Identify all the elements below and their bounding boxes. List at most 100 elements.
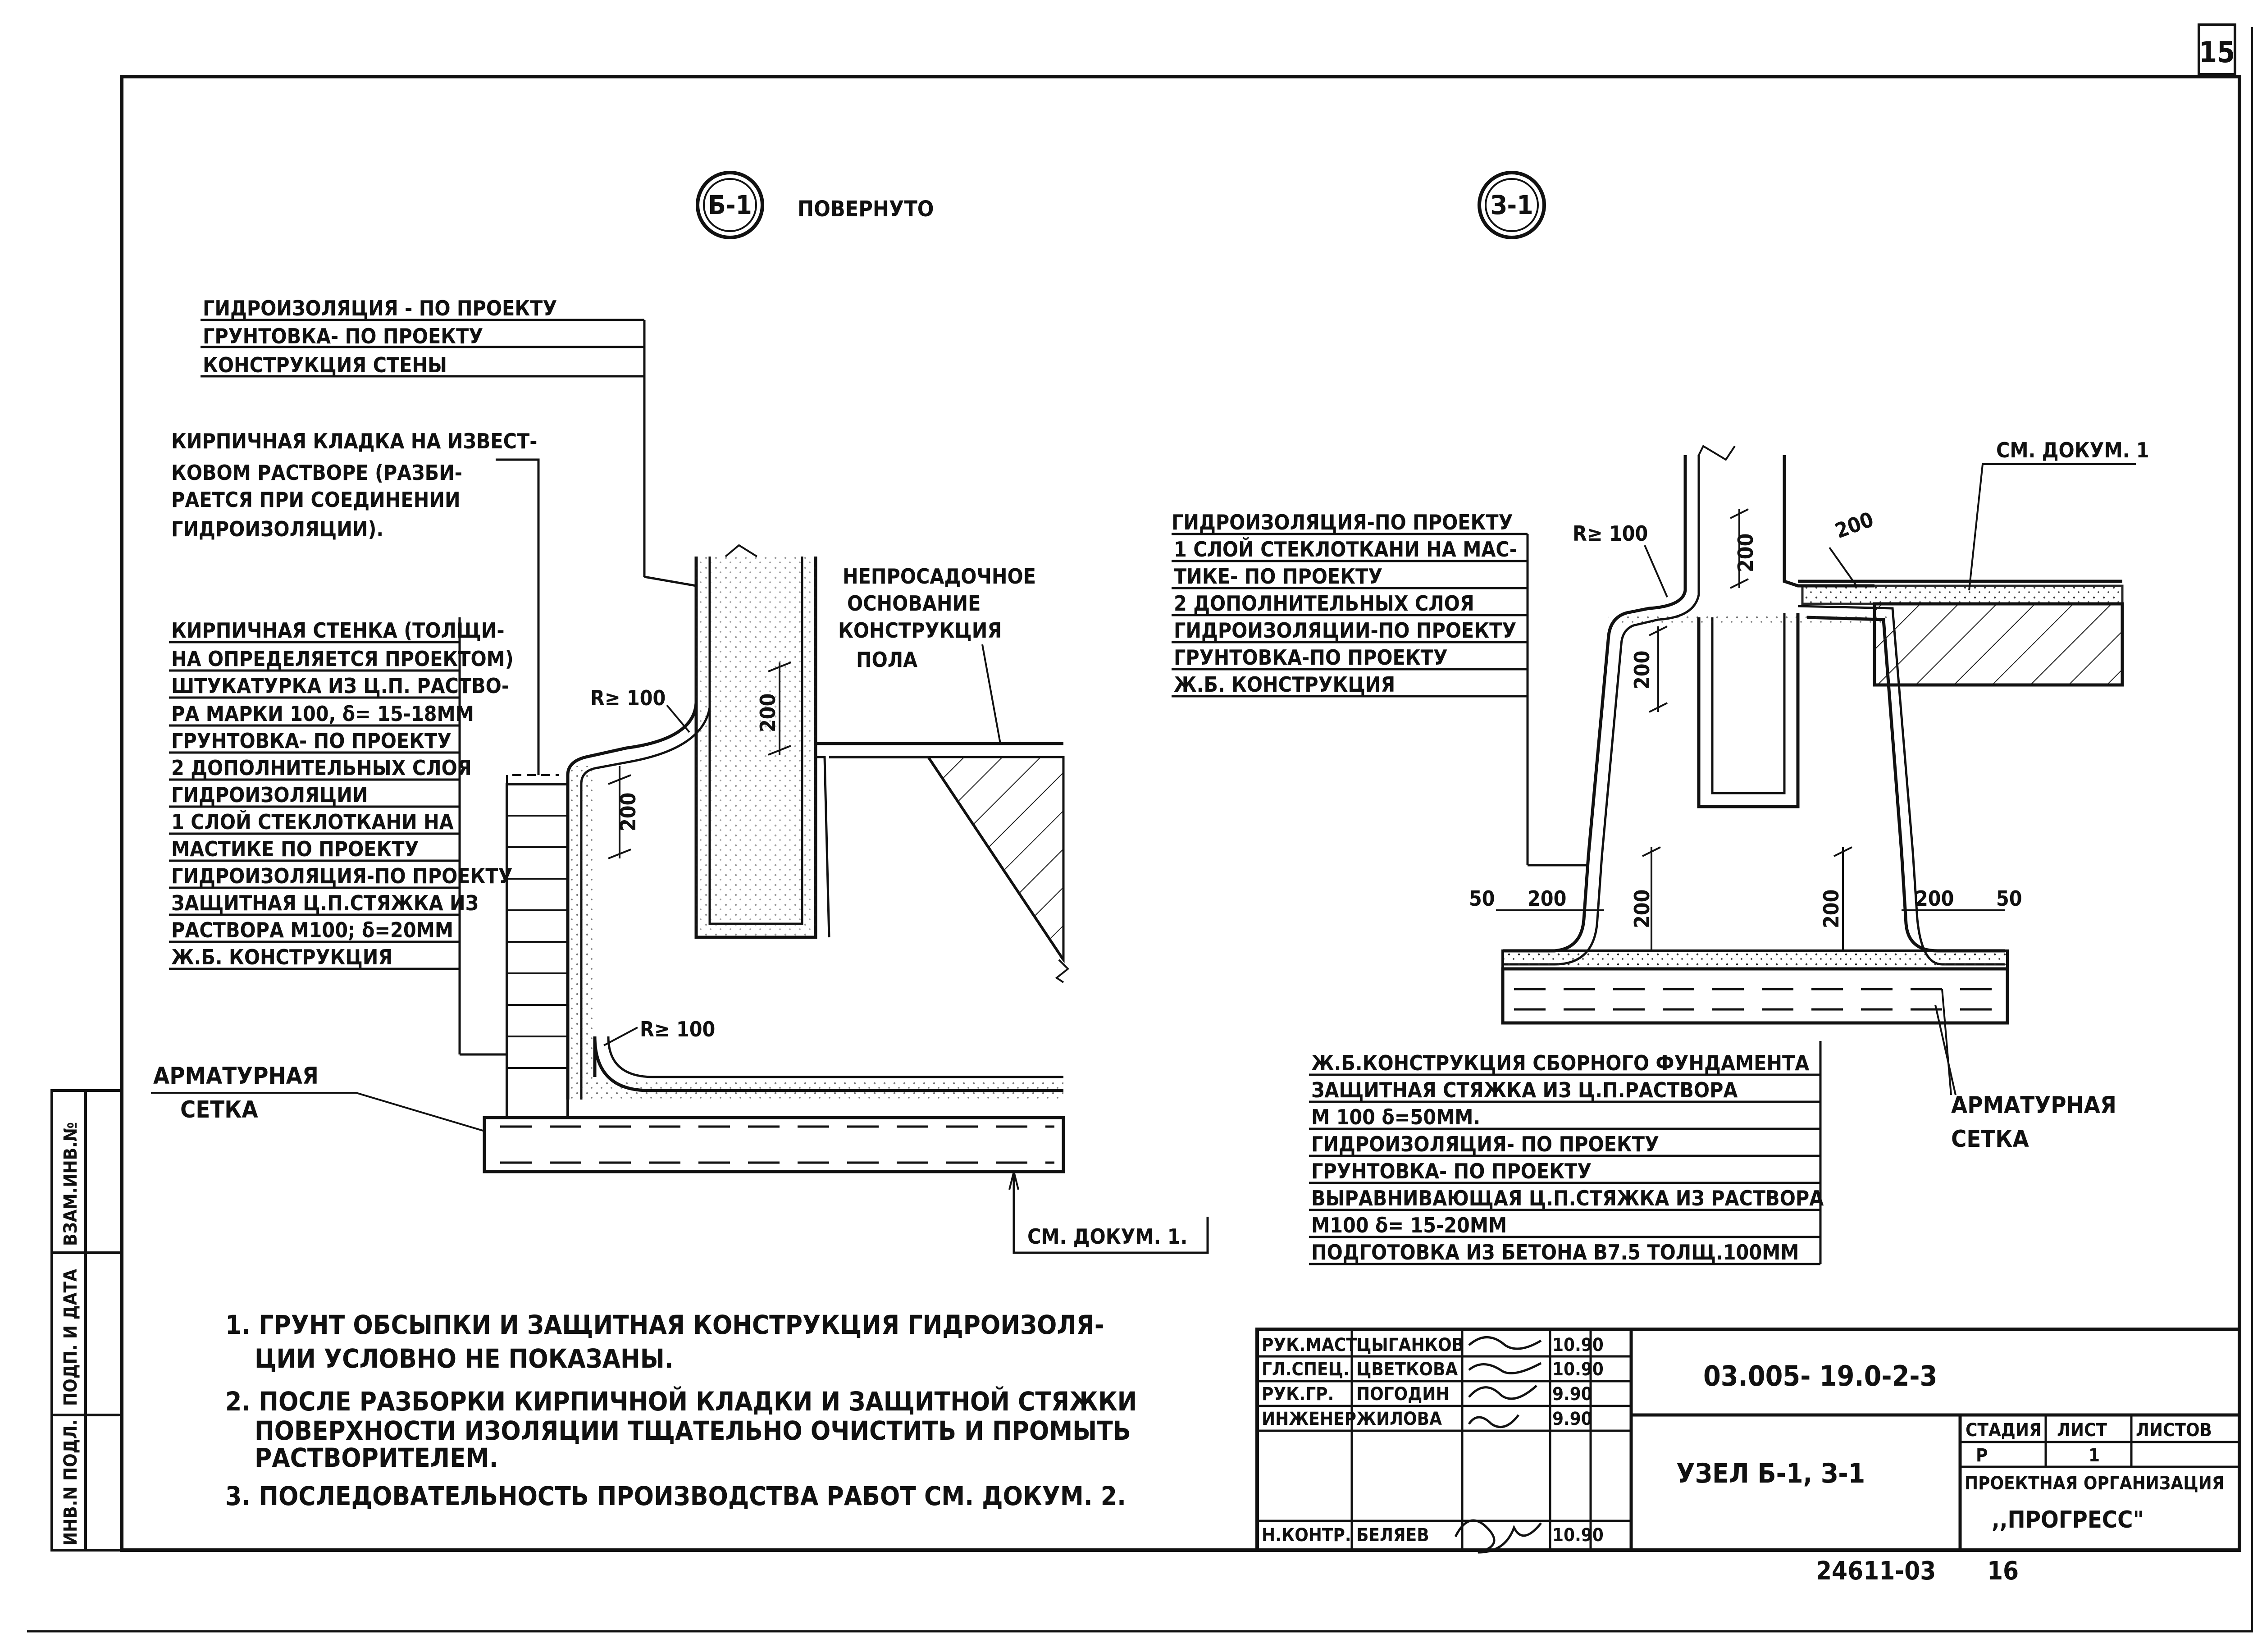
b1-floor-l4: ПОЛА [856,648,917,672]
bottom-page: 16 [1987,1556,2019,1586]
z1-bottom-2: ЗАЩИТНАЯ СТЯЖКА ИЗ Ц.П.РАСТВОРА [1311,1078,1738,1102]
b1-layer-11: ЗАЩИТНАЯ Ц.П.СТЯЖКА ИЗ [171,891,479,915]
b1-structure [483,544,1209,1254]
b1-floor-leader [981,644,1001,744]
z1-layer-4: 2 ДОПОЛНИТЕЛЬНЫХ СЛОЯ [1174,591,1474,616]
z1-dim-right-50: 50 [1996,886,2022,911]
b1-layer-1: КИРПИЧНАЯ СТЕНКА (ТОЛЩИ- [171,618,505,643]
tb-role-5: Н.КОНТР. [1262,1525,1351,1546]
b1-layer-10: ГИДРОИЗОЛЯЦИЯ-ПО ПРОЕКТУ [171,864,513,888]
tb-name-2: ЦВЕТКОВА [1356,1359,1458,1380]
z1-dim-base-left: 200 [1630,890,1654,928]
z1-dim-left-200: 200 [1528,886,1566,911]
tb-sheet-header: ЛИСТ [2057,1420,2107,1441]
detail-z1-id: З-1 [1490,190,1533,220]
z1-layer-3: ТИКЕ- ПО ПРОЕКТУ [1174,564,1382,589]
tb-stage: Р [1976,1445,1988,1466]
z1-radius-leader [1644,545,1668,598]
b1-dimensions [608,662,791,859]
z1-bottom-7: М100 δ= 15-20ММ [1311,1213,1507,1237]
tb-role-1: РУК.МАСТ [1262,1335,1357,1355]
detail-b1-marker [696,171,764,239]
tb-date-4: 9.90 [1552,1409,1592,1429]
b1-layer-13: Ж.Б. КОНСТРУКЦИЯ [171,945,392,969]
tb-title: УЗЕЛ Б-1, З-1 [1676,1458,1865,1489]
note-2-line-1: 2. ПОСЛЕ РАЗБОРКИ КИРПИЧНОЙ КЛАДКИ И ЗАЩ… [225,1386,1137,1417]
tb-name-5: БЕЛЯЕВ [1356,1525,1429,1546]
z1-layer-1: ГИДРОИЗОЛЯЦИЯ-ПО ПРОЕКТУ [1172,510,1513,534]
b1-layer-12: РАСТВОРА М100; δ=20ММ [171,918,453,942]
z1-dim-base-right: 200 [1819,890,1843,928]
z1-dim-col-upper: 200 [1733,534,1758,572]
b1-layer-6: 2 ДОПОЛНИТЕЛЬНЫХ СЛОЯ [171,756,472,780]
b1-dim-b: 200 [756,694,780,732]
strip-inv: ИНВ.N ПОДЛ. [60,1419,81,1546]
z1-layer-2: 1 СЛОЙ СТЕКЛОТКАНИ НА МАС- [1174,537,1517,561]
b1-floor-l3: КОНСТРУКЦИЯ [838,618,1002,643]
z1-dim-right-200: 200 [1915,886,1954,911]
b1-layer-9: МАСТИКЕ ПО ПРОЕКТУ [171,837,419,861]
b1-radius-top-leader [666,704,690,733]
b1-radius-bottom-leader [603,1027,638,1046]
b1-brick-l4: ГИДРОИЗОЛЯЦИИ). [171,517,383,541]
title-block [1255,1328,2241,1554]
b1-ref: СМ. ДОКУМ. 1. [1027,1224,1187,1249]
z1-structure [1501,445,2124,1095]
z1-layer-5: ГИДРОИЗОЛЯЦИИ-ПО ПРОЕКТУ [1174,618,1516,643]
note-1-line-1: 1. ГРУНТ ОБСЫПКИ И ЗАЩИТНАЯ КОНСТРУКЦИЯ … [225,1310,1104,1340]
tb-sheet: 1 [2089,1445,2100,1466]
z1-mesh-l1: АРМАТУРНАЯ [1951,1092,2116,1119]
tb-sheets-header: ЛИСТОВ [2136,1420,2212,1441]
tb-date-2: 10.90 [1552,1359,1604,1380]
b1-mesh-l1: АРМАТУРНАЯ [153,1063,319,1090]
b1-brick-l2: КОВОМ РАСТВОРЕ (РАЗБИ- [171,461,462,485]
b1-layer-stack-lines [169,617,507,1056]
detail-z1-marker [1478,171,1546,239]
b1-layer-3: ШТУКАТУРКА ИЗ Ц.П. РАСТВО- [171,674,509,698]
bottom-code: 24611-03 [1816,1556,1936,1586]
b1-mesh-leader [151,1092,485,1132]
z1-bottom-1: Ж.Б.КОНСТРУКЦИЯ СБОРНОГО ФУНДАМЕНТА [1311,1051,1809,1075]
note-2-line-2: ПОВЕРХНОСТИ ИЗОЛЯЦИИ ТЩАТЕЛЬНО ОЧИСТИТЬ … [255,1415,1131,1446]
b1-wall-l3: КОНСТРУКЦИЯ СТЕНЫ [203,353,447,377]
tb-name-3: ПОГОДИН [1356,1384,1450,1405]
z1-dim-left-50: 50 [1469,886,1495,911]
b1-layer-5: ГРУНТОВКА- ПО ПРОЕКТУ [171,729,452,753]
b1-floor-l2: ОСНОВАНИЕ [847,591,981,616]
z1-bottom-stack-lines [1309,1041,1822,1265]
note-3: 3. ПОСЛЕДОВАТЕЛЬНОСТЬ ПРОИЗВОДСТВА РАБОТ… [225,1481,1126,1511]
z1-dim-top-slant: 200 [1832,507,1877,543]
z1-dim-col-lower: 200 [1630,651,1654,689]
tb-org-2: ,,ПРОГРЕСС" [1992,1506,2144,1533]
z1-layer-7: Ж.Б. КОНСТРУКЦИЯ [1174,672,1395,697]
tb-org-1: ПРОЕКТНАЯ ОРГАНИЗАЦИЯ [1965,1473,2224,1494]
left-stamp-strip [50,1089,123,1552]
b1-layer-8: 1 СЛОЙ СТЕКЛОТКАНИ НА [171,810,454,834]
z1-layer-stack-lines [1172,533,1588,867]
z1-dimensions [1496,508,2005,951]
tb-role-2: ГЛ.СПЕЦ. [1262,1359,1350,1380]
z1-bottom-5: ГРУНТОВКА- ПО ПРОЕКТУ [1311,1159,1592,1183]
sheet-number: 15 [2199,36,2235,69]
z1-bottom-4: ГИДРОИЗОЛЯЦИЯ- ПО ПРОЕКТУ [1311,1132,1659,1156]
b1-dim-a: 200 [616,793,640,831]
z1-ref: СМ. ДОКУМ. 1 [1996,438,2149,462]
b1-wall-l1: ГИДРОИЗОЛЯЦИЯ - ПО ПРОЕКТУ [203,296,557,320]
detail-b1-id: Б-1 [708,190,752,220]
z1-bottom-8: ПОДГОТОВКА ИЗ БЕТОНА В7.5 ТОЛЩ.100ММ [1311,1240,1799,1264]
b1-brick-l1: КИРПИЧНАЯ КЛАДКА НА ИЗВЕСТ- [171,429,537,453]
detail-b1-rotated: ПОВЕРНУТО [798,196,934,222]
tb-stage-header: СТАДИЯ [1966,1420,2042,1441]
z1-ref-leader [1968,463,2136,591]
note-1-line-2: ЦИИ УСЛОВНО НЕ ПОКАЗАНЫ. [255,1343,674,1374]
strip-sign: ПОДП. И ДАТА [60,1269,81,1406]
sheet-frame [27,23,2253,1633]
b1-floor-l1: НЕПРОСАДОЧНОЕ [843,564,1036,589]
strip-replace: ВЗАМ.ИНВ.№ [60,1122,81,1246]
tb-name-1: ЦЫГАНКОВ [1356,1335,1464,1355]
z1-layer-6: ГРУНТОВКА-ПО ПРОЕКТУ [1174,645,1448,670]
tb-role-3: РУК.ГР. [1262,1384,1334,1405]
b1-layer-4: РА МАРКИ 100, δ= 15-18ММ [171,702,474,726]
tb-role-4: ИНЖЕНЕР [1262,1409,1356,1429]
